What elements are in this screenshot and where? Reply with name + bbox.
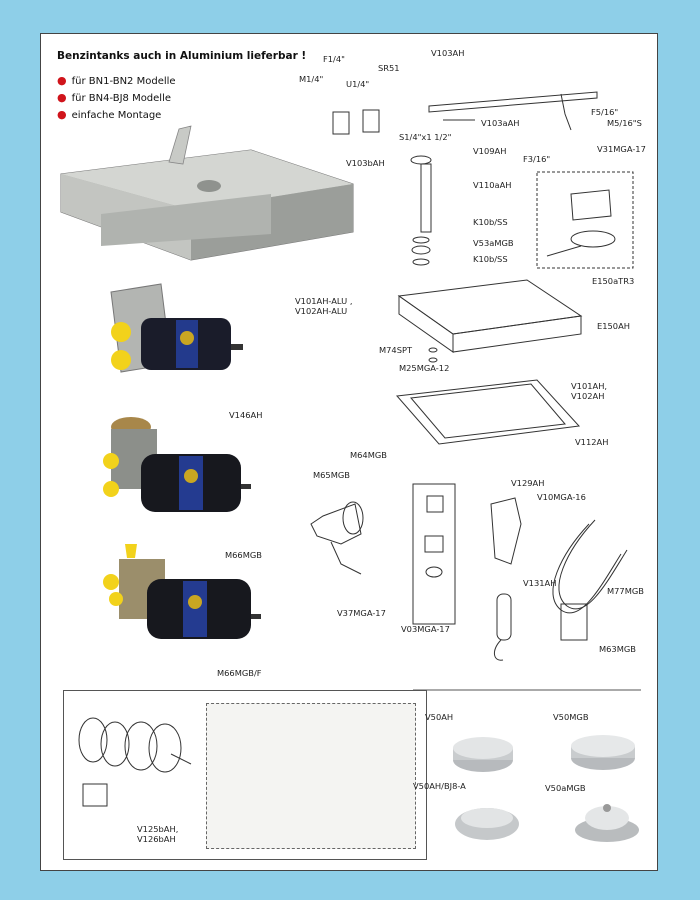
label-v126bah: V126bAH [137,834,176,844]
fuel-pump-v146ah-image [110,283,243,373]
label-v102ah: V102AH [571,391,605,401]
label-v103ah: V103AH [431,48,465,58]
bullet-dot: ● [57,91,67,104]
label-m66mgb: M66MGB [225,550,262,560]
label-v109ah: V109AH [473,146,507,156]
label-v50amgb: V50aMGB [545,783,586,793]
label-v102ah-alu: V102AH-ALU [295,306,348,316]
label-u14: U1/4" [346,79,370,89]
fuel-pump-m66mgb-image [103,417,251,512]
aluminium-tank-image [60,125,354,261]
bullet-text: einfache Montage [71,110,162,121]
label-v112ah: V112AH [575,437,609,447]
label-v101ah: V101AH, [571,381,608,391]
label-m14: M1/4" [299,74,324,84]
label-v50mgb: V50MGB [553,712,589,722]
label-f516: F5/16" [591,107,619,117]
catalog-page: Benzintanks auch in Aluminium lieferbar … [40,33,658,871]
gasket-kit-box [63,690,427,860]
label-v129ah: V129AH [511,478,545,488]
label-f14: F1/4" [323,54,345,64]
label-m25mga: M25MGA-12 [399,363,450,373]
accessory-drawings [310,483,628,661]
fuel-caps-images [453,735,639,842]
label-m63mgb: M63MGB [599,644,636,654]
label-v131ah: V131AH [523,578,557,588]
label-v103aah: V103aAH [481,118,520,128]
label-v03mga: V03MGA-17 [401,624,450,634]
tank-exploded-drawing [332,91,634,445]
bullet-item-2: ● für BN4-BJ8 Modelle [57,91,171,104]
page-heading: Benzintanks auch in Aluminium lieferbar … [57,50,307,62]
label-v10mga: V10MGA-16 [537,492,586,502]
label-v53amgb: V53aMGB [473,238,514,248]
label-m74spt: M74SPT [379,345,413,355]
label-v31mga: V31MGA-17 [597,144,646,154]
label-v110aah: V110aAH [473,180,512,190]
gasket-kit-photo-frame [206,703,416,849]
kit-drawings [78,717,192,807]
label-v146ah: V146AH [229,410,263,420]
label-v125bah: V125bAH, [137,824,179,834]
label-e150atr3: E150aTR3 [592,276,635,286]
fuel-pump-m66mgb-f-image [103,544,261,639]
label-m516s: M5/16"S [607,118,642,128]
bullet-item-1: ● für BN1-BN2 Modelle [57,74,176,87]
bullet-dot: ● [57,74,67,87]
label-v50ah-bj8-a: V50AH/BJ8-A [413,781,466,791]
bullet-text: für BN1-BN2 Modelle [71,76,176,87]
label-v50ah: V50AH [425,712,454,722]
label-f316: F3/16" [523,154,551,164]
label-v101ah-alu: V101AH-ALU , [295,296,353,306]
label-e150ah: E150AH [597,321,630,331]
label-m77mgb: M77MGB [607,586,644,596]
label-m65mgb: M65MGB [313,470,350,480]
label-k10bss-1: K10b/SS [473,217,508,227]
label-v37mga: V37MGA-17 [337,608,386,618]
label-sr51: SR51 [378,63,400,73]
label-m66mgb-f: M66MGB/F [217,668,262,678]
parts-illustrations [60,91,641,842]
label-s14: S1/4"x1 1/2" [399,132,452,142]
label-v103bah: V103bAH [346,158,385,168]
bullet-dot: ● [57,108,67,121]
label-k10bss-2: K10b/SS [473,254,508,264]
label-m64mgb: M64MGB [350,450,387,460]
bullet-text: für BN4-BJ8 Modelle [71,93,172,104]
bullet-item-3: ● einfache Montage [57,108,161,121]
